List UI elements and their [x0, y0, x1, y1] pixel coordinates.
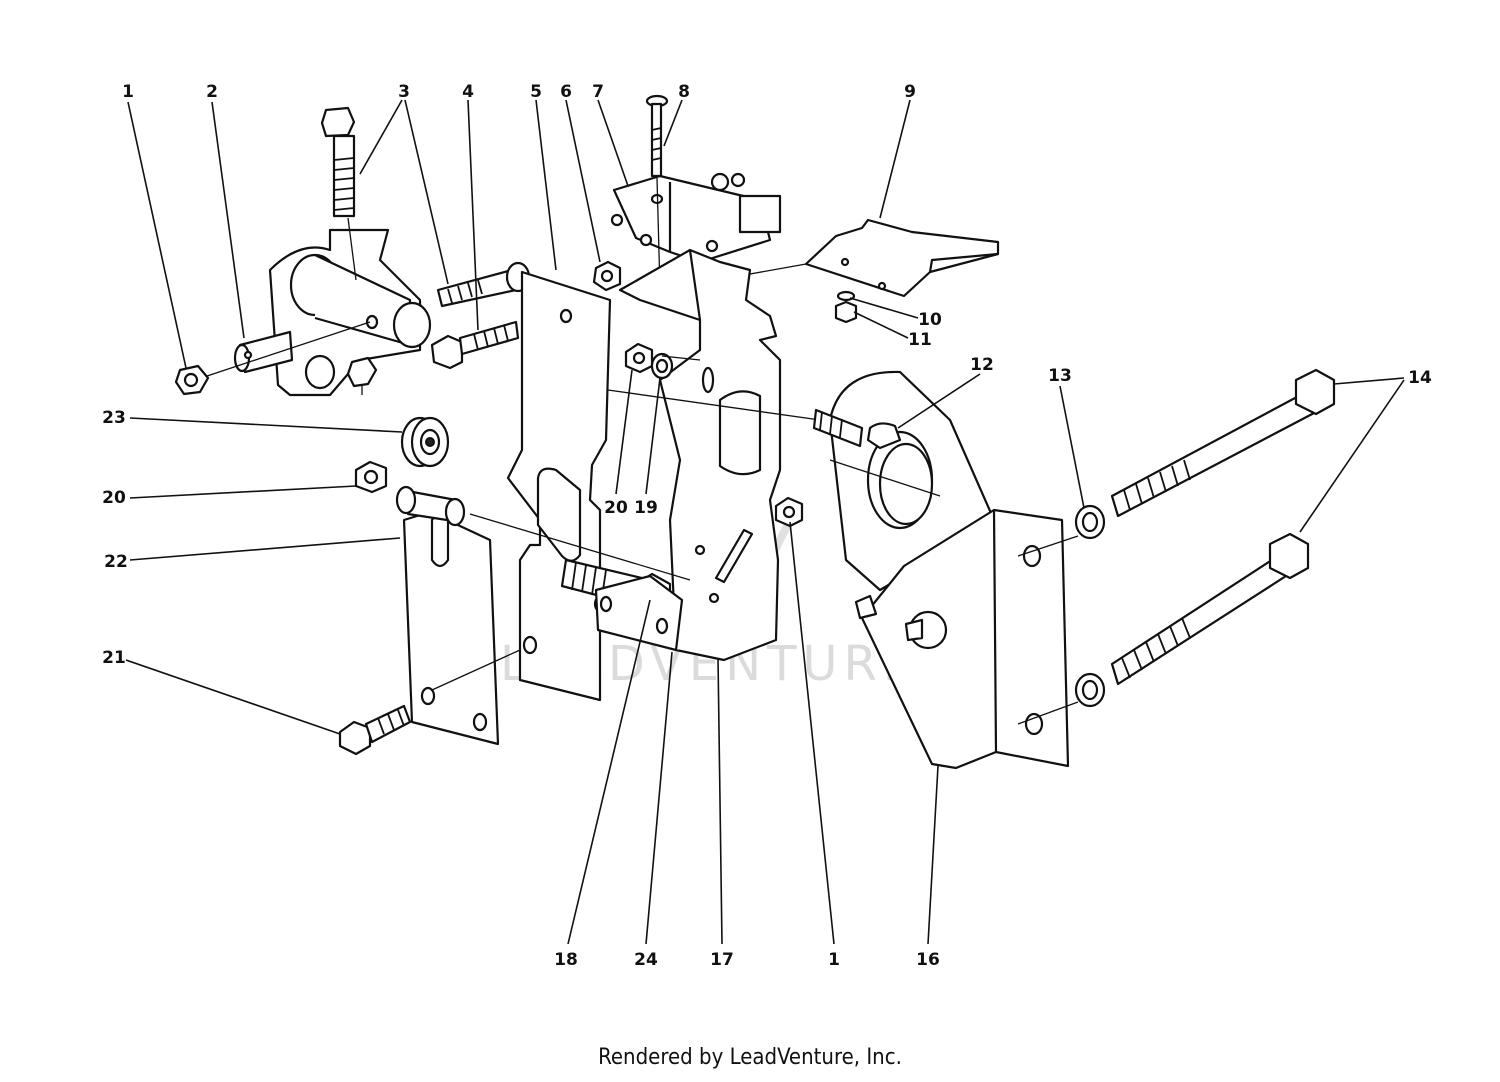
part-20-nut-left [354, 460, 388, 494]
callout-label: 1 [122, 82, 134, 102]
callout-label: 12 [970, 355, 994, 375]
callout-label: 1 [828, 950, 840, 970]
callout-label: 20 [102, 488, 126, 508]
leader-lines [125, 99, 1405, 945]
callout-label: 10 [918, 310, 942, 330]
callout-label: 21 [102, 648, 126, 668]
callout-label: 23 [102, 408, 126, 428]
part-24-spacer [594, 574, 684, 652]
callout-label: 16 [916, 950, 940, 970]
callout-label: 5 [530, 82, 542, 102]
callout-label: 14 [1408, 368, 1432, 388]
callout-label: 11 [908, 330, 932, 350]
part-5-plate [506, 270, 612, 702]
footer-credit: Rendered by LeadVenture, Inc. [598, 1045, 902, 1070]
part-14-long-bolts [1110, 368, 1336, 686]
part-1-nut-right [774, 496, 804, 528]
part-6-nut [592, 260, 622, 292]
part-4-bolt [430, 320, 520, 370]
part-10-11-washer-nut [834, 290, 858, 324]
callout-label: 2 [206, 82, 218, 102]
part-20-nut-center [624, 342, 654, 374]
callout-label: 19 [634, 498, 658, 518]
callout-label: 4 [462, 82, 474, 102]
callout-label: 9 [904, 82, 916, 102]
bracket-lock-nut [346, 356, 378, 395]
callout-label: 17 [710, 950, 734, 970]
part-23-bearing [400, 416, 450, 468]
part-2-pivot-bracket [194, 228, 432, 397]
callout-labels: 1 2 3 4 5 6 7 8 9 10 11 12 13 14 23 20 2… [102, 82, 1432, 970]
callout-label: 3 [398, 82, 410, 102]
callout-label: 8 [678, 82, 690, 102]
callout-label: 6 [560, 82, 572, 102]
part-1-nut-left [174, 364, 210, 396]
part-16-angle-bracket [854, 508, 1079, 770]
callout-label: 20 [604, 498, 628, 518]
part-21-bolt [338, 704, 412, 756]
part-3-bolts [320, 106, 531, 308]
part-22-plate [395, 485, 691, 746]
callout-label: 22 [104, 552, 128, 572]
callout-label: 24 [634, 950, 658, 970]
part-13-washers [1074, 504, 1106, 708]
part-7-switch [610, 172, 782, 264]
callout-label: 18 [554, 950, 578, 970]
part-19-washer [650, 352, 701, 380]
callout-label: 7 [592, 82, 604, 102]
part-17-main-bracket [607, 248, 821, 662]
callout-label: 13 [1048, 366, 1072, 386]
